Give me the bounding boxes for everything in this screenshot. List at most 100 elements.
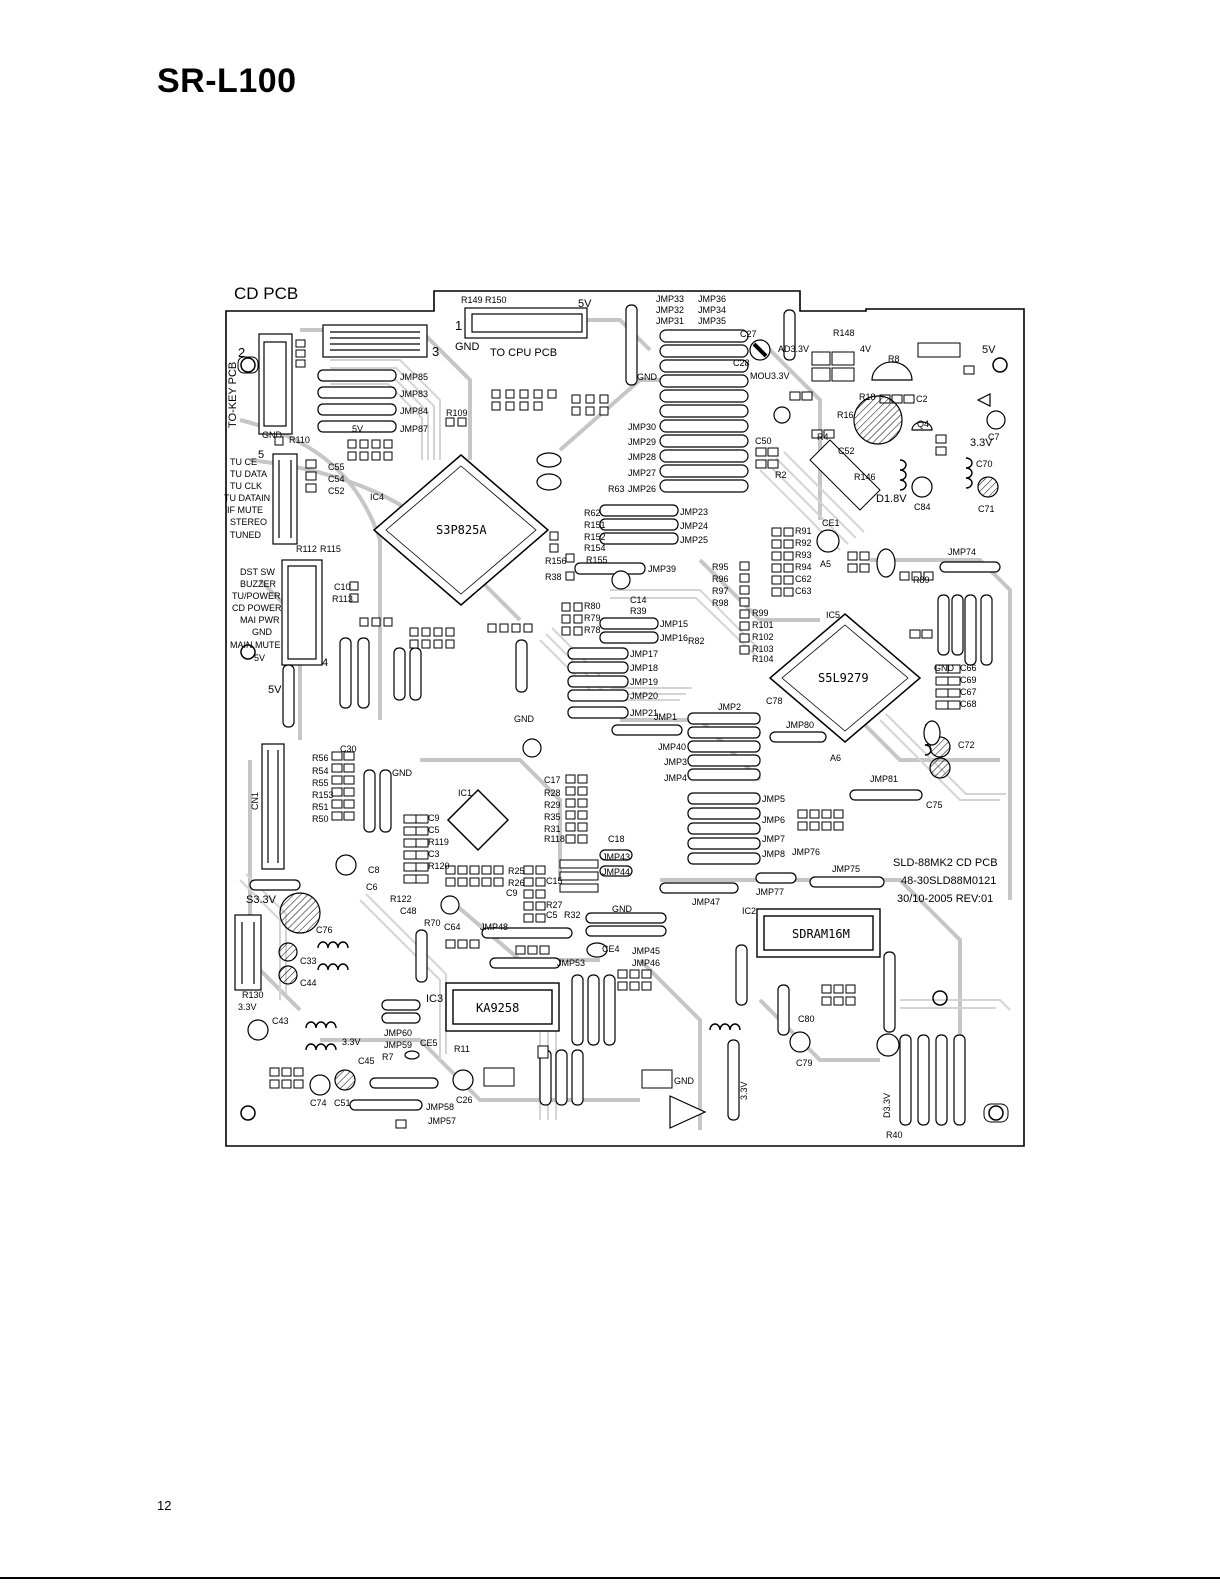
connector-header-2 [281, 559, 323, 666]
res-label: R119 [428, 837, 449, 847]
jumper-label: JMP24 [680, 521, 708, 531]
cap-label: C52 [328, 486, 345, 496]
cap-label: C75 [926, 800, 943, 810]
res-label: R7 [382, 1052, 394, 1062]
capacitor-c41 [334, 1069, 356, 1091]
signal-label: GND [252, 627, 273, 637]
res-label: R156 [545, 556, 567, 566]
page-title: SR-L100 [157, 62, 297, 100]
pin-label: 4 [322, 657, 328, 669]
res-label: R70 [424, 918, 441, 928]
jumper-label: JMP20 [630, 691, 658, 701]
cap-label: C67 [960, 687, 977, 697]
signal-label: TU DATA [230, 469, 267, 479]
cap-label: C74 [310, 1098, 327, 1108]
res-label: R28 [544, 788, 561, 798]
jumper-label: JMP33 [656, 294, 684, 304]
res-label: R99 [752, 608, 769, 618]
page-number: 12 [157, 1498, 172, 1513]
cap-label: C62 [795, 574, 812, 584]
chip-ic1-ref: IC1 [458, 788, 472, 798]
board-id-line-3: 30/10-2005 REV:01 [897, 893, 993, 905]
res-label: R63 [608, 484, 625, 494]
cap-label: C9 [428, 813, 440, 823]
jumper-label: JMP84 [400, 406, 428, 416]
jumper-label: JMP76 [792, 847, 820, 857]
signal-label: MAI PWR [240, 615, 280, 625]
capacitor-ce4 [586, 942, 608, 958]
cap-label: C72 [958, 740, 975, 750]
jumper-label: JMP39 [648, 564, 676, 574]
capacitor-c3 [440, 895, 460, 915]
jumper-label: JMP4 [664, 773, 687, 783]
transistor-q7 [911, 421, 933, 431]
rail-label: 4V [860, 344, 871, 354]
capacitor-c52-large [853, 395, 903, 445]
capacitor-c52 [773, 406, 791, 424]
cap-label: C54 [328, 474, 345, 484]
res-label: R31 [544, 824, 561, 834]
capacitor-c33 [247, 1019, 269, 1041]
res-label: R115 [320, 544, 341, 554]
mount-hole [992, 357, 1008, 373]
jumper-label: JMP19 [630, 677, 658, 687]
cap-label: C14 [630, 595, 647, 605]
res-label: R55 [312, 778, 329, 788]
res-label: R78 [584, 625, 601, 635]
res-label: R101 [752, 620, 774, 630]
res-label: R155 [586, 555, 608, 565]
jumper-label: JMP29 [628, 437, 656, 447]
chip-ic2-part: SDRAM16M [792, 927, 850, 941]
jumper-label: JMP21 [630, 708, 658, 718]
res-label: R91 [795, 526, 812, 536]
jumper-label: JMP60 [384, 1028, 412, 1038]
jumper-label: JMP28 [628, 452, 656, 462]
mount-hole [240, 357, 256, 373]
inductor-l8 [899, 459, 907, 491]
res-label: R62 [584, 508, 601, 518]
cap-label: C79 [796, 1058, 813, 1068]
section-label: CD PCB [234, 284, 299, 303]
jumper-label: JMP83 [400, 389, 428, 399]
cap-label: C48 [400, 906, 417, 916]
chip-ic4-ref: IC4 [370, 492, 384, 502]
rail-label: AD3.3V [778, 344, 809, 354]
res-label: R26 [508, 878, 525, 888]
connector-j5 [322, 324, 428, 358]
signal-label: TU/POWER [232, 591, 281, 601]
capacitor-r106 [278, 965, 298, 985]
mounting-holes [240, 357, 1008, 1121]
jumper-label: JMP23 [680, 507, 708, 517]
res-label: R82 [688, 636, 705, 646]
connector-j7 [258, 333, 293, 435]
rail-label: 3.3V [970, 437, 993, 449]
cap-label: C7 [988, 432, 1000, 442]
res-label: R120 [428, 861, 450, 871]
res-label: R32 [564, 910, 581, 920]
cap-label: C3 [428, 849, 440, 859]
capacitor-c43 [309, 1074, 331, 1096]
res-label: R104 [752, 654, 774, 664]
res-label: R27 [546, 900, 563, 910]
capacitor-ce1 [816, 529, 840, 553]
rail-label: D3.3V [882, 1093, 892, 1118]
connector-j8 [464, 307, 588, 339]
board-id: SLD-88MK2 CD PCB 48-30SLD88M0121 30/10-2… [893, 857, 998, 905]
jumper-label: JMP27 [628, 468, 656, 478]
res-label: R51 [312, 802, 329, 812]
capacitor-ce5 [404, 1050, 420, 1060]
jumper-mid [567, 504, 679, 719]
capacitor-c79 [789, 1031, 811, 1053]
ce-label: CE1 [822, 518, 840, 528]
connector-cn1 [261, 743, 285, 870]
cap-label: C51 [334, 1098, 351, 1108]
cap-label: C52 [838, 446, 855, 456]
res-label: R93 [795, 550, 812, 560]
res-label: R56 [312, 753, 329, 763]
rail-label: 5V [578, 298, 592, 310]
inductor-l1 [305, 1021, 337, 1029]
misc-labels: C55 C54 C52 C10 R113 R112 R115 R109 R110… [242, 408, 815, 1108]
jumper-label: JMP7 [762, 834, 785, 844]
signal-label: IF MUTE [227, 505, 263, 515]
jumper-label: JMP25 [680, 535, 708, 545]
